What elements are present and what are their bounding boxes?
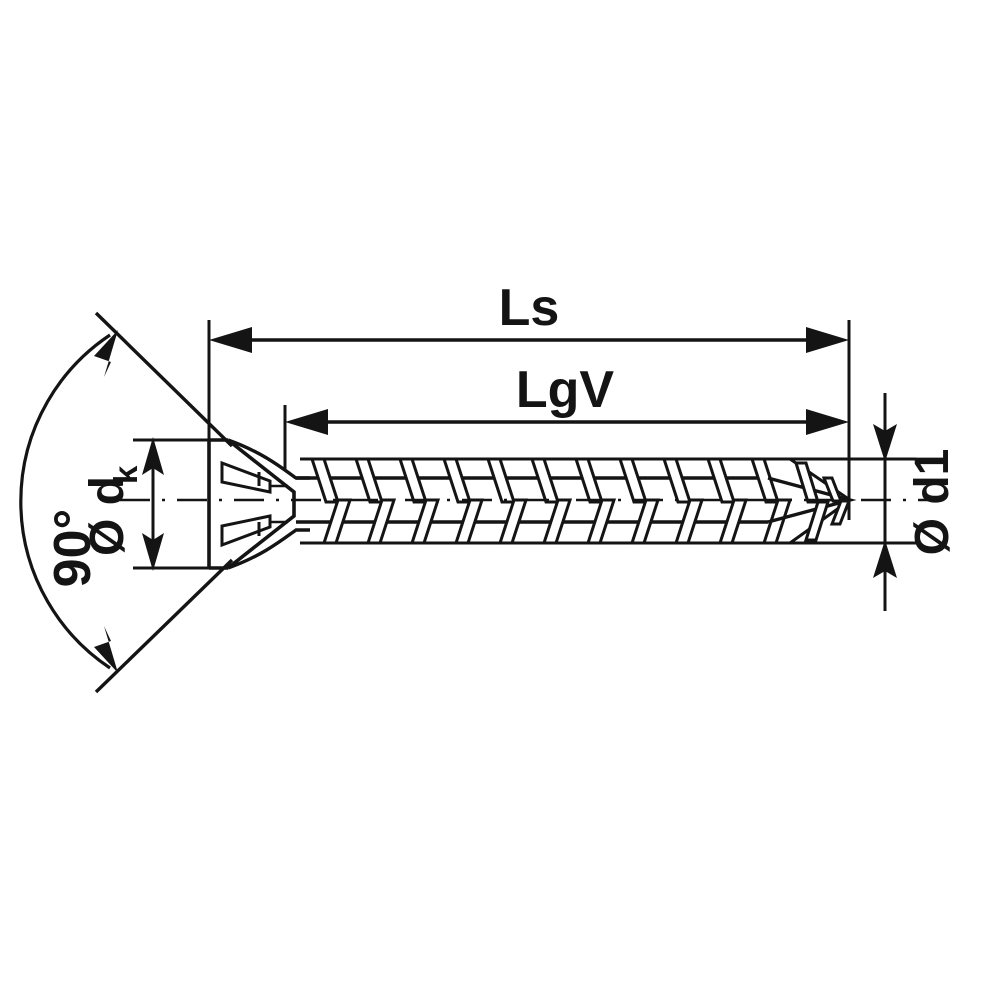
point-thread-turns [793, 461, 852, 542]
angle-lower-projection-line [94, 558, 234, 694]
thread-diameter-arrowhead-top [873, 424, 897, 462]
thread-turn [705, 457, 749, 545]
point-thread-lower-1 [803, 500, 831, 542]
screw-head-neck-upper [227, 438, 310, 480]
thread-length-arrowhead-right [806, 409, 849, 435]
total-length-label: Ls [499, 279, 560, 337]
total-length-arrowhead-right [806, 327, 849, 353]
thread-diameter-label: Ø d1 [906, 449, 959, 556]
total-length-dimension [207, 320, 851, 520]
screw-head-cone-profile [226, 438, 296, 570]
drive-recess [220, 460, 288, 548]
head-diameter-arrowhead-bottom [142, 533, 164, 571]
angle-arrowhead-top [94, 330, 118, 377]
total-length-arrowhead-left [209, 327, 252, 353]
angle-arrowhead-bottom [94, 626, 118, 673]
thread-turn [529, 457, 573, 545]
head-angle-label-group: 90° [44, 509, 102, 588]
head-diameter-label: Ø d [81, 476, 134, 556]
head-diameter-arrowhead-top [142, 437, 164, 475]
thread-turn [397, 457, 441, 545]
head-diameter-label-group: Ø d k [81, 465, 144, 556]
thread-diameter-label-group: Ø d1 [906, 449, 959, 556]
thread-turn [441, 457, 485, 545]
thread-diameter-arrowhead-bottom [873, 540, 897, 578]
screw-head-neck-lower [227, 528, 310, 570]
thread-length-arrowhead-left [285, 409, 328, 435]
thread-length-dimension [283, 405, 849, 470]
thread-turn [353, 457, 397, 545]
screw-body [120, 438, 930, 570]
thread-turn [573, 457, 617, 545]
head-angle-label: 90° [44, 509, 102, 588]
thread-length-label: LgV [516, 361, 615, 419]
angle-arc [19, 333, 111, 670]
head-diameter-subscript: k [107, 465, 144, 484]
screw-point [767, 457, 857, 545]
